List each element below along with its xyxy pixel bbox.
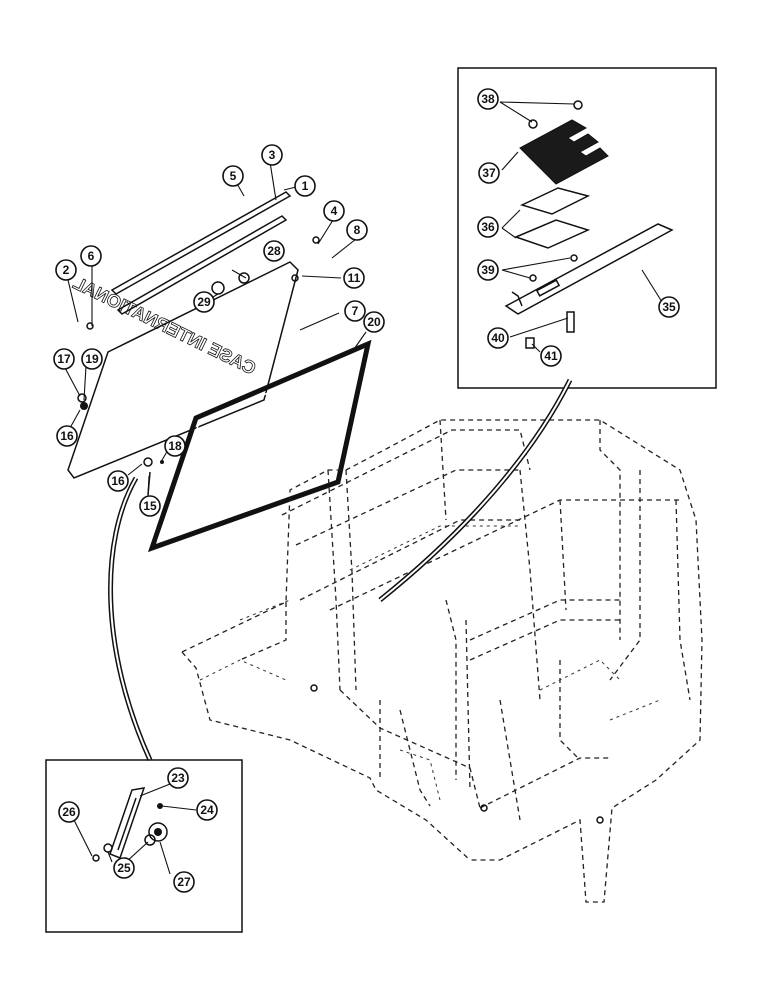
svg-text:41: 41 bbox=[544, 349, 558, 363]
callout-29: 29 bbox=[193, 291, 215, 313]
svg-text:40: 40 bbox=[491, 331, 505, 345]
svg-text:1: 1 bbox=[302, 179, 309, 193]
callout-8: 8 bbox=[346, 219, 368, 241]
svg-text:7: 7 bbox=[352, 304, 359, 318]
callout-41: 41 bbox=[540, 345, 562, 367]
pad-lower bbox=[513, 219, 591, 249]
inset-handle-parts bbox=[45, 759, 243, 933]
svg-text:5: 5 bbox=[230, 169, 237, 183]
callout-24: 24 bbox=[196, 799, 218, 821]
inset-roof-parts bbox=[457, 67, 717, 389]
svg-text:16: 16 bbox=[111, 474, 125, 488]
panel-part bbox=[504, 223, 674, 315]
callout-26: 26 bbox=[58, 801, 80, 823]
svg-text:36: 36 bbox=[481, 220, 495, 234]
svg-text:16: 16 bbox=[60, 429, 74, 443]
svg-text:24: 24 bbox=[200, 803, 214, 817]
callout-19: 19 bbox=[81, 348, 103, 370]
callout-25: 25 bbox=[113, 857, 135, 879]
svg-text:4: 4 bbox=[331, 204, 338, 218]
svg-text:28: 28 bbox=[267, 244, 281, 258]
window-seal bbox=[147, 339, 372, 553]
svg-text:23: 23 bbox=[171, 771, 185, 785]
svg-text:39: 39 bbox=[481, 263, 495, 277]
svg-text:6: 6 bbox=[88, 249, 95, 263]
svg-text:37: 37 bbox=[482, 166, 496, 180]
svg-text:17: 17 bbox=[57, 352, 71, 366]
callout-38: 38 bbox=[477, 88, 499, 110]
svg-text:35: 35 bbox=[662, 300, 676, 314]
callout-28: 28 bbox=[263, 240, 285, 262]
cab-outline bbox=[181, 419, 703, 903]
svg-text:19: 19 bbox=[85, 352, 99, 366]
callout-11: 11 bbox=[343, 267, 365, 289]
svg-text:26: 26 bbox=[62, 805, 76, 819]
retainer-strip-lower bbox=[116, 215, 288, 315]
svg-text:38: 38 bbox=[481, 92, 495, 106]
callout-37: 37 bbox=[478, 162, 500, 184]
callout-36: 36 bbox=[477, 216, 499, 238]
svg-text:2: 2 bbox=[63, 263, 70, 277]
svg-text:20: 20 bbox=[367, 315, 381, 329]
retainer-strip-upper bbox=[110, 191, 292, 295]
svg-text:29: 29 bbox=[197, 295, 211, 309]
callout-35: 35 bbox=[658, 296, 680, 318]
callout-20: 20 bbox=[363, 311, 385, 333]
callout-7: 7 bbox=[344, 300, 366, 322]
callout-23: 23 bbox=[167, 767, 189, 789]
seal-part bbox=[519, 119, 609, 185]
svg-text:8: 8 bbox=[354, 223, 361, 237]
svg-text:11: 11 bbox=[348, 271, 361, 285]
connector-bottom bbox=[108, 476, 153, 762]
svg-text:25: 25 bbox=[117, 861, 131, 875]
callout-27: 27 bbox=[173, 871, 195, 893]
pad-upper bbox=[519, 187, 591, 215]
svg-text:18: 18 bbox=[168, 439, 182, 453]
callout-16a: 16 bbox=[56, 425, 78, 447]
leader-lines bbox=[63, 101, 663, 875]
callout-15: 15 bbox=[139, 495, 161, 517]
handle-bracket bbox=[109, 787, 146, 859]
callout-1: 1 bbox=[294, 175, 316, 197]
svg-text:15: 15 bbox=[143, 499, 157, 513]
callout-3: 3 bbox=[261, 144, 283, 166]
callout-2: 2 bbox=[55, 259, 77, 281]
callout-39: 39 bbox=[477, 259, 499, 281]
callout-16b: 16 bbox=[107, 470, 129, 492]
callout-4: 4 bbox=[323, 200, 345, 222]
svg-text:3: 3 bbox=[269, 148, 276, 162]
connector-top bbox=[378, 378, 573, 602]
window-panel bbox=[67, 261, 299, 479]
callout-40: 40 bbox=[487, 327, 509, 349]
callout-17: 17 bbox=[53, 348, 75, 370]
callout-6: 6 bbox=[80, 245, 102, 267]
svg-text:27: 27 bbox=[177, 875, 191, 889]
callout-18: 18 bbox=[164, 435, 186, 457]
callout-5: 5 bbox=[222, 165, 244, 187]
